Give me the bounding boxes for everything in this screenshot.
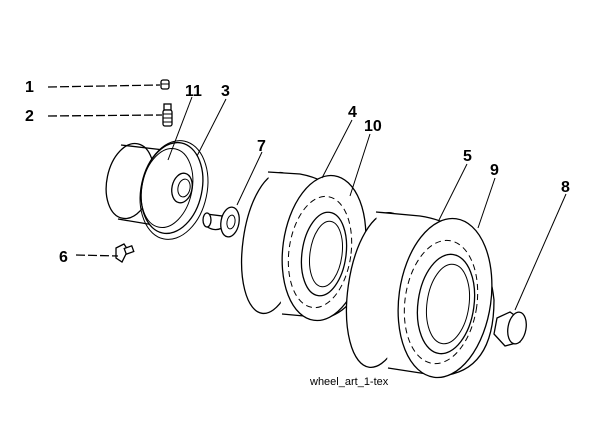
part-3-rim-icon <box>105 141 204 235</box>
callout-8: 8 <box>561 179 570 196</box>
part-1-cap-icon <box>160 79 170 90</box>
part-2-valve-stem-icon <box>162 103 173 127</box>
callout-7: 7 <box>257 138 266 155</box>
callout-5: 5 <box>463 148 472 165</box>
callout-4: 4 <box>348 104 357 121</box>
callout-11: 11 <box>185 83 202 100</box>
part-8-cap-icon <box>493 311 527 347</box>
callout-2: 2 <box>25 108 34 125</box>
leader-lines <box>47 84 567 311</box>
part-5-tire-icon <box>345 211 495 379</box>
part-4-tire-icon <box>240 171 367 322</box>
part-7-bushing-icon <box>202 206 240 238</box>
callout-3: 3 <box>221 83 230 100</box>
callout-6: 6 <box>59 249 68 266</box>
callout-10: 10 <box>364 118 382 135</box>
callout-9: 9 <box>490 162 499 179</box>
part-11-seal-ring-icon <box>139 140 209 240</box>
callout-1: 1 <box>25 79 34 96</box>
part-6-bolt-icon <box>115 243 135 263</box>
diagram-caption: wheel_art_1-tex <box>309 376 389 388</box>
